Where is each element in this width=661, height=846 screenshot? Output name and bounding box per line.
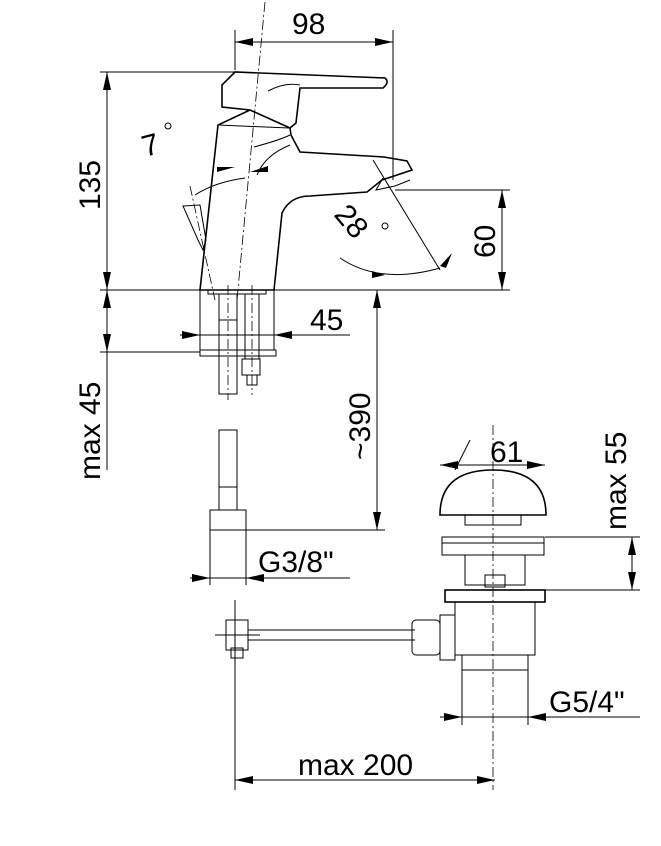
waste-valve — [215, 425, 547, 790]
label-98: 98 — [292, 8, 325, 41]
label-45: 45 — [310, 304, 343, 337]
label-max-200: max 200 — [298, 749, 413, 782]
label-max-45: max 45 — [74, 382, 107, 480]
degree-mark — [381, 222, 389, 230]
faucet-body — [182, 1, 452, 301]
label-390: ~390 — [344, 392, 377, 460]
mounting-studs — [199, 285, 277, 531]
label-61: 61 — [490, 436, 523, 469]
label-g38: G3/8" — [258, 546, 334, 579]
label-g54: G5/4" — [549, 686, 625, 719]
label-28-deg: 28 — [328, 198, 375, 245]
dimension-labels: 98 135 7 28 60 45 max 45 ~390 61 max 55 … — [74, 8, 633, 782]
label-max-55: max 55 — [600, 432, 633, 530]
label-135: 135 — [74, 160, 107, 210]
label-60: 60 — [469, 225, 502, 258]
label-7-deg: 7 — [138, 128, 163, 164]
degree-mark — [164, 122, 172, 130]
dimension-lines — [100, 30, 640, 790]
